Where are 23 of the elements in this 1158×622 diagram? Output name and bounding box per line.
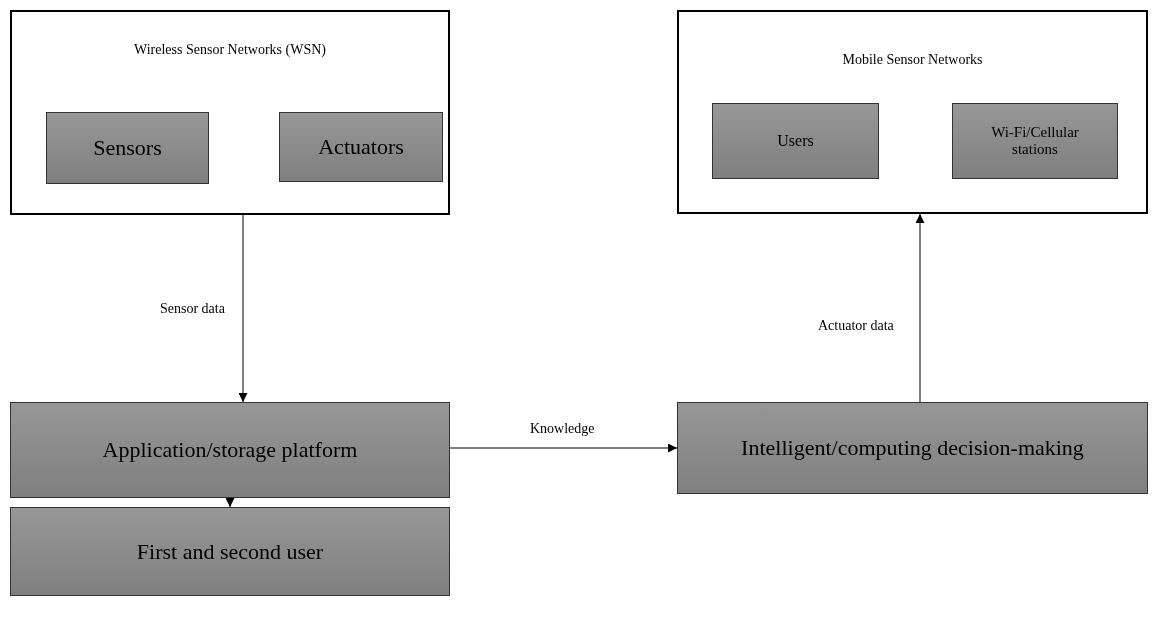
- group-title: Wireless Sensor Networks (WSN): [133, 42, 327, 58]
- arrow: [449, 443, 678, 453]
- network-group-box: [10, 10, 450, 215]
- box-label: Users: [776, 132, 815, 150]
- box-label: First and second user: [135, 538, 325, 565]
- box-label: Wi-Fi/Cellular stations: [990, 124, 1080, 158]
- process-box: [712, 103, 879, 179]
- process-box: [279, 112, 443, 182]
- process-box: [46, 112, 209, 184]
- box-label: Sensors: [92, 135, 163, 161]
- box-label: Application/storage platform: [101, 437, 359, 463]
- box-label: Intelligent/computing decision-making: [740, 435, 1085, 461]
- process-box: [677, 402, 1148, 494]
- edge-label: Knowledge: [530, 421, 595, 437]
- group-title: Mobile Sensor Networks: [841, 52, 984, 68]
- box-label: Actuators: [317, 134, 405, 160]
- process-box: [10, 402, 450, 498]
- arrow: [225, 497, 235, 508]
- arrow: [915, 213, 925, 403]
- process-box: [10, 507, 450, 596]
- arrow: [238, 214, 248, 403]
- network-group-box: [677, 10, 1148, 214]
- process-box: [952, 103, 1118, 179]
